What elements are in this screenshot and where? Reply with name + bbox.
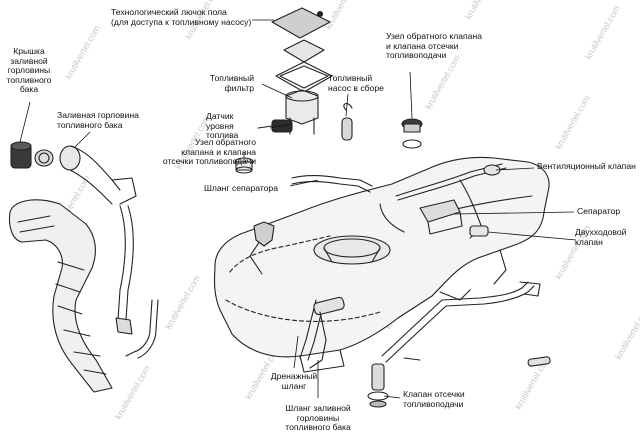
drain-hose-part (299, 296, 345, 369)
two-way-valve-part (469, 225, 489, 237)
watermark-text: krutilvertel.com (323, 0, 362, 31)
label-fuel-pump: Топливный насос в сборе (328, 73, 384, 93)
filler-shroud (8, 199, 113, 393)
check-valve-left-part (234, 157, 254, 174)
label-separator: Сепаратор (577, 206, 621, 216)
strap-bolt (527, 356, 551, 367)
tank-strap (381, 281, 541, 363)
label-floor-hatch: Технологический лючок пола (для доступа … (111, 7, 252, 27)
label-level-sensor: Датчик уровня топлива (206, 111, 239, 141)
label-separator-hose: Шланг сепаратора (204, 183, 278, 193)
watermark-text: krutilvertel.com (163, 274, 202, 331)
cutoff-valve-part (367, 363, 389, 408)
label-filler-cap: Крышка заливной горловины топливного бак… (6, 46, 52, 95)
watermark-text: krutilvertel.com (553, 94, 592, 151)
filler-cap-part (10, 141, 54, 169)
label-cutoff-valve: Клапан отсечки топливоподачи (403, 389, 465, 409)
label-filler-hose: Шланг заливной горловины топливного бака (285, 403, 351, 433)
watermark-text: krutilvertel.com (423, 54, 462, 111)
ground-rod (125, 299, 159, 359)
label-filler-neck: Заливная горловина топливного бака (57, 110, 139, 130)
filler-neck-part (59, 145, 137, 335)
floor-hatch-part (271, 7, 333, 93)
label-check-valve-top: Узел обратного клапана и клапана отсечки… (386, 31, 482, 61)
label-check-valve-left: Узел обратного клапана и клапана отсечки… (162, 137, 256, 167)
watermark-text: krutilvertel.com (63, 24, 102, 81)
label-fuel-filter: Топливный фильтр (209, 73, 254, 93)
separator-unit (419, 199, 463, 235)
watermark-text: krutilvertel.com (463, 0, 502, 21)
fuel-pump-part (257, 89, 353, 141)
watermark-text: krutilvertel.com (113, 364, 152, 421)
separator-hose-part (291, 175, 373, 193)
leader-lines (19, 19, 577, 399)
watermark-text: krutilvertel.com (613, 304, 640, 361)
label-drain-hose: Дренажный шланг (270, 371, 318, 391)
shield-icon (253, 221, 275, 247)
label-two-way-valve: Двухходовой клапан (575, 227, 627, 247)
label-vent-valve: Вентиляционный клапан (537, 161, 636, 171)
watermark-text: krutilvertel.com (583, 4, 622, 61)
check-valve-top-part (401, 118, 423, 149)
pump-opening (313, 235, 391, 265)
